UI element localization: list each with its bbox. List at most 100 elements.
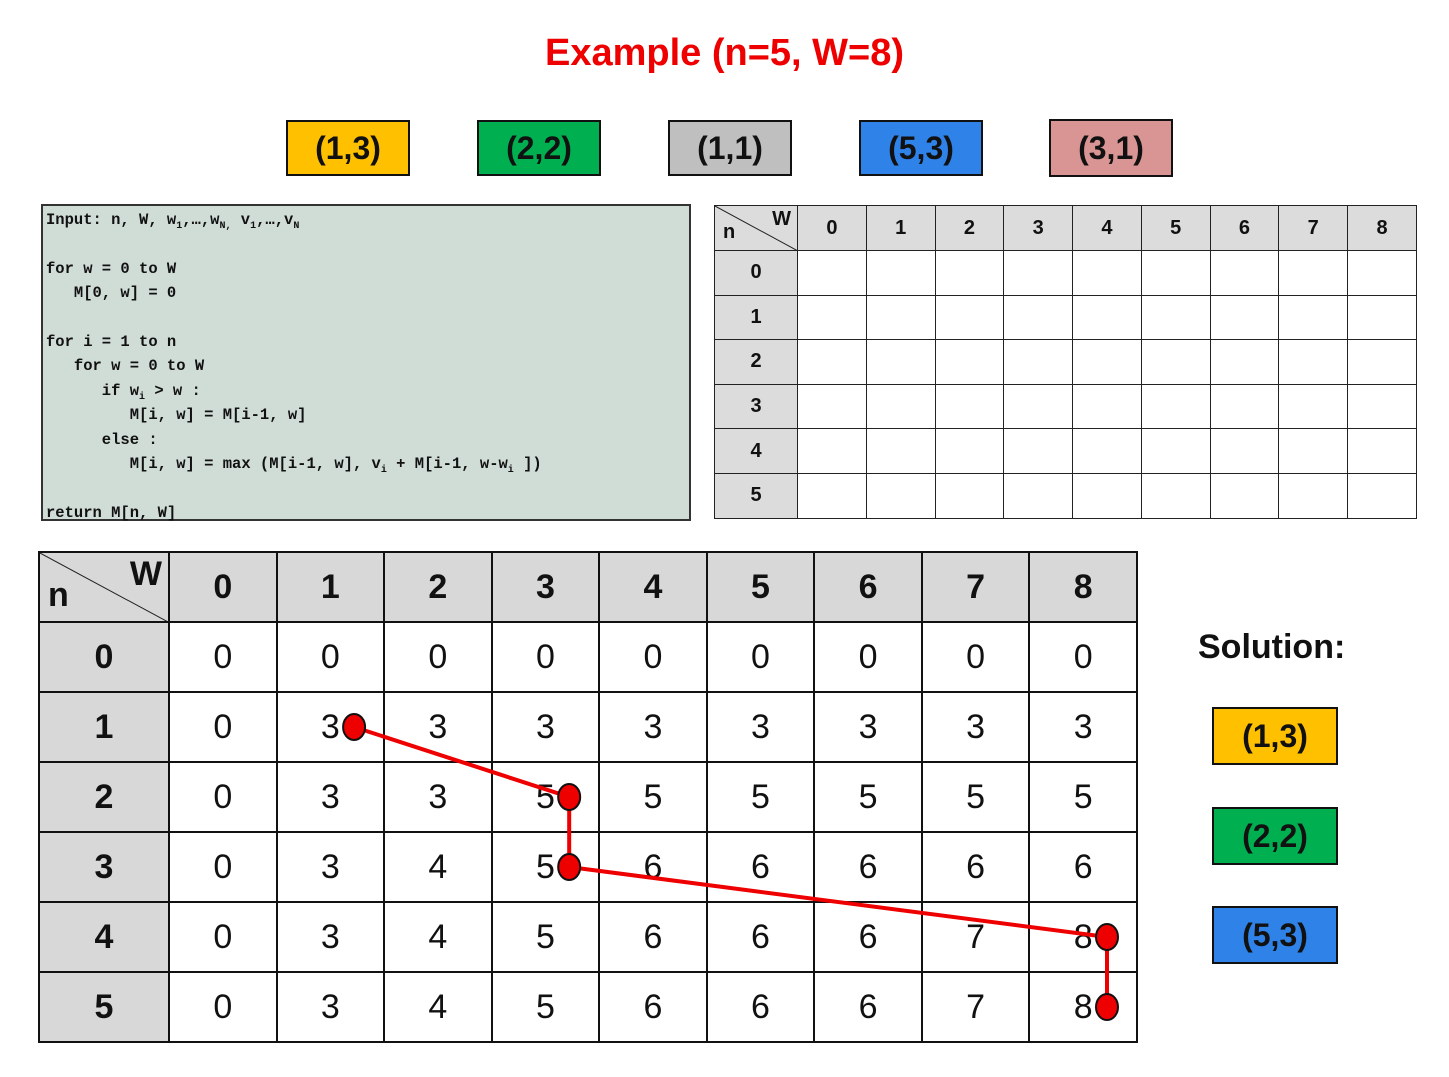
column-header: 6 (813, 551, 923, 623)
column-header: 7 (920, 551, 1031, 623)
table-cell: 4 (383, 831, 493, 903)
table-cell (1140, 428, 1211, 474)
table-cell: 5 (813, 761, 923, 833)
row-header: 2 (38, 761, 170, 833)
code-line: return M[n, W] (46, 503, 177, 522)
table-row: 2 (714, 339, 1417, 385)
table-cell (1003, 339, 1074, 385)
table-cell: 8 (1028, 901, 1138, 973)
table-cell: 0 (490, 621, 601, 693)
table-cell: 0 (383, 621, 493, 693)
table-cell: 5 (598, 761, 708, 833)
solution-item-3: (5,3) (1212, 906, 1338, 964)
table-cell (1347, 294, 1417, 341)
column-header: 5 (1140, 205, 1211, 251)
table-cell: 0 (168, 901, 278, 973)
row-header: 0 (38, 621, 170, 693)
table-cell: 3 (275, 761, 386, 833)
table-cell (865, 428, 936, 474)
table-cell: 5 (705, 761, 816, 833)
table-cell (797, 250, 867, 296)
table-cell: 3 (1028, 691, 1138, 763)
table-cell: 0 (1028, 621, 1138, 693)
column-header: 2 (383, 551, 493, 623)
table-cell: 5 (490, 901, 601, 973)
column-header: 3 (1003, 205, 1074, 251)
solution-item-1: (1,3) (1212, 707, 1338, 765)
code-line: for w = 0 to W (46, 259, 177, 278)
column-header: 0 (797, 205, 867, 251)
table-cell (1278, 250, 1349, 296)
column-header: 8 (1347, 205, 1417, 251)
row-header: 2 (714, 339, 798, 385)
corner-n-label: n (48, 576, 69, 614)
column-header: 8 (1028, 551, 1138, 623)
table-cell: 6 (920, 831, 1031, 903)
traceback-dot (1095, 923, 1119, 951)
table-cell: 4 (383, 901, 493, 973)
table-cell: 3 (490, 691, 601, 763)
pseudocode-box: Input: n, W, w1,…,wN, v1,…,vN for w = 0 … (41, 204, 691, 522)
code-line-input: Input: n, W, w1,…,wN, v1,…,vN (46, 211, 300, 233)
table-cell: 0 (598, 621, 708, 693)
table-cell (934, 339, 1005, 385)
table-cell: 6 (813, 971, 923, 1043)
table-cell (797, 428, 867, 474)
table-cell (797, 472, 867, 519)
column-header: 4 (598, 551, 708, 623)
table-cell: 6 (813, 831, 923, 903)
table-cell (865, 339, 936, 385)
table-cell: 0 (920, 621, 1031, 693)
table-cell (1347, 472, 1417, 519)
table-cell: 3 (920, 691, 1031, 763)
table-cell: 3 (705, 691, 816, 763)
row-header: 1 (38, 691, 170, 763)
column-header: 4 (1072, 205, 1142, 251)
corner-w-label: W (772, 208, 791, 230)
code-text: if w (46, 381, 140, 400)
table-cell (1003, 428, 1074, 474)
solution-label: Solution: (1198, 628, 1346, 666)
table-cell: 3 (598, 691, 708, 763)
table-cell: 0 (705, 621, 816, 693)
table-cell: 6 (813, 901, 923, 973)
table-cell (797, 339, 867, 385)
table-cell: 7 (920, 971, 1031, 1043)
column-header: 5 (705, 551, 816, 623)
table-cell (1072, 294, 1142, 341)
table-cell: 0 (168, 691, 278, 763)
column-header: 6 (1209, 205, 1280, 251)
row-header: 1 (714, 294, 798, 341)
row-header: 5 (714, 472, 798, 519)
table-cell (1278, 339, 1349, 385)
item-box-5: (3,1) (1049, 119, 1173, 177)
table-cell: 3 (383, 761, 493, 833)
table-cell (797, 294, 867, 341)
corner-n-label: n (723, 221, 736, 243)
code-line: for w = 0 to W (46, 357, 205, 376)
table-cell: 3 (813, 691, 923, 763)
table-cell: 6 (705, 901, 816, 973)
table-cell: 0 (168, 971, 278, 1043)
code-line: for i = 1 to n (46, 332, 177, 351)
table-cell: 3 (383, 691, 493, 763)
table-cell (1209, 294, 1280, 341)
page-title: Example (n=5, W=8) (544, 32, 904, 74)
table-cell: 3 (275, 831, 386, 903)
table-cell: 4 (383, 971, 493, 1043)
column-header: 3 (490, 551, 601, 623)
corner-w-label: W (129, 555, 162, 593)
row-header: 5 (38, 971, 170, 1043)
table-cell (1347, 339, 1417, 385)
table-cell (1140, 339, 1211, 385)
row-header: 0 (714, 250, 798, 296)
table-cell: 0 (275, 621, 386, 693)
table-cell: 5 (1028, 761, 1138, 833)
item-box-1: (1,3) (286, 120, 410, 176)
